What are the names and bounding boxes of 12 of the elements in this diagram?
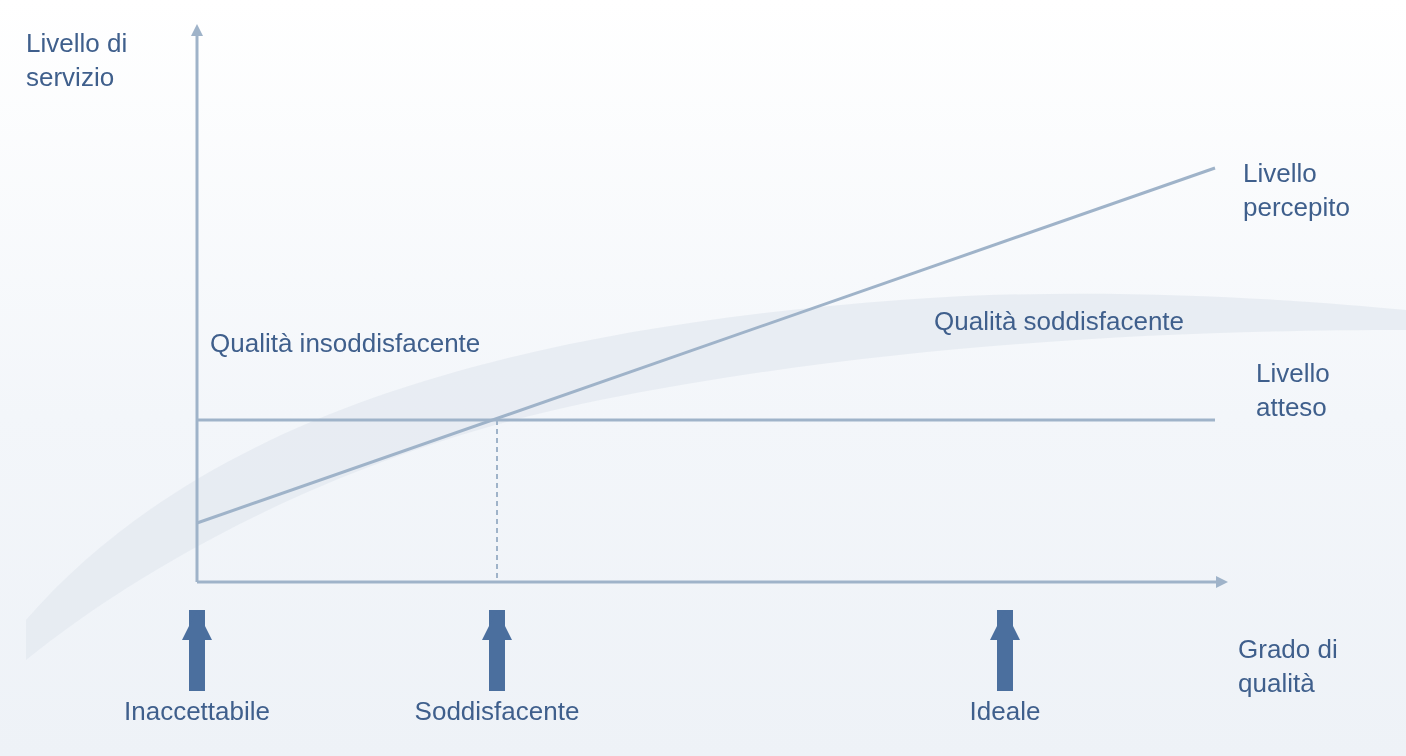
- axis-label: Livello di servizio: [26, 27, 129, 94]
- axis-label: Qualità insoddisfacente: [210, 327, 482, 360]
- axis-label: Qualità soddisfacente: [934, 305, 1186, 338]
- level-label: Inaccettabile: [97, 695, 297, 727]
- thick-arrow: [182, 610, 212, 691]
- thick-arrow: [482, 610, 512, 691]
- level-label: Ideale: [905, 695, 1105, 727]
- level-label: Soddisfacente: [397, 695, 597, 727]
- thick-arrow: [990, 610, 1020, 691]
- axis-label: Grado di qualità: [1238, 633, 1339, 700]
- axis-label: Livello atteso: [1256, 357, 1331, 424]
- axis-label: Livello percepito: [1243, 157, 1351, 224]
